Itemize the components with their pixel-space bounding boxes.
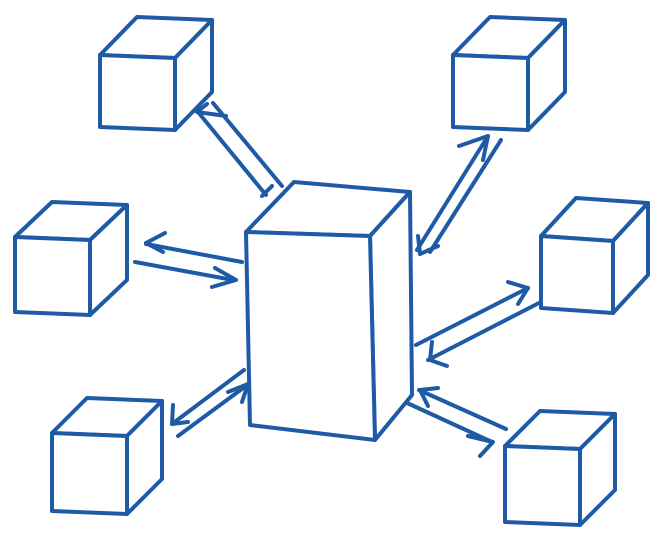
- arrow-shaft: [417, 388, 508, 431]
- central-hub: [244, 180, 414, 442]
- arrow-shaft: [170, 368, 246, 426]
- hub-front-face: [244, 230, 377, 442]
- arrow-head: [170, 403, 190, 426]
- arrow-head: [457, 134, 490, 162]
- cube-front-face: [50, 431, 129, 516]
- arrow-top-right: [415, 134, 503, 256]
- arrow-head: [210, 266, 238, 289]
- cube-front-face: [13, 235, 92, 317]
- arrow-head: [428, 340, 449, 368]
- arrow-head: [144, 231, 167, 254]
- hub-side-face: [368, 190, 414, 442]
- node-middle-right: [539, 196, 650, 315]
- connections: [133, 101, 541, 458]
- arrow-head: [418, 386, 440, 408]
- arrow-top-left: [195, 101, 284, 198]
- arrow-shaft: [403, 400, 494, 444]
- arrow-shaft: [415, 134, 490, 252]
- cube-front-face: [503, 444, 582, 527]
- arrow-middle-left: [133, 231, 244, 289]
- arrow-head: [260, 184, 274, 198]
- node-middle-left: [13, 200, 129, 317]
- node-bottom-right: [503, 409, 617, 527]
- arrow-shaft: [144, 242, 244, 264]
- arrow-shaft: [428, 138, 503, 254]
- arrow-head: [506, 280, 530, 306]
- arrow-bottom-left: [170, 368, 252, 438]
- arrow-head: [466, 434, 495, 458]
- arrow-shaft: [414, 286, 530, 347]
- cube-front-face: [451, 53, 530, 132]
- node-bottom-left: [50, 396, 164, 516]
- arrow-shaft: [176, 381, 252, 438]
- node-top-left: [98, 15, 214, 132]
- cube-front-face: [98, 53, 177, 132]
- arrow-middle-right: [414, 280, 541, 368]
- node-top-right: [451, 15, 567, 132]
- arrow-bottom-right: [403, 386, 508, 458]
- arrow-head: [195, 102, 228, 118]
- arrow-shaft: [426, 301, 541, 362]
- arrow-shaft: [196, 110, 268, 197]
- cube-front-face: [539, 234, 615, 315]
- arrow-shaft: [133, 260, 235, 282]
- arrow-shaft: [211, 101, 284, 188]
- arrow-head: [416, 234, 440, 256]
